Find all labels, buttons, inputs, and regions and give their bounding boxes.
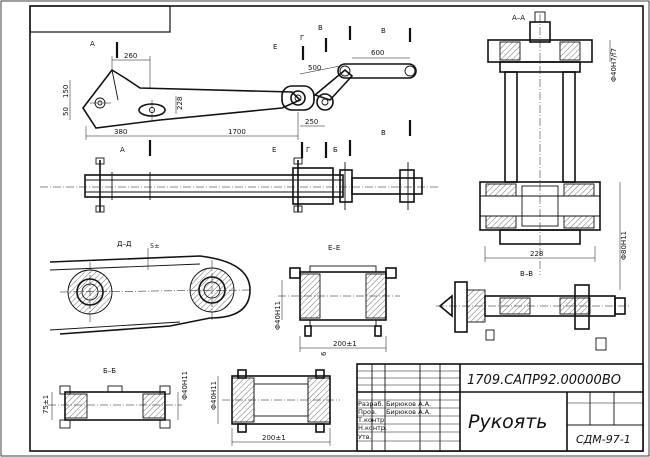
section-bb: [48, 385, 182, 429]
dim-r150: 150: [62, 85, 70, 98]
mark-e-top: Е: [273, 43, 277, 51]
title-block: [356, 363, 644, 452]
top-left-stamp: [29, 5, 171, 33]
dim-phi-bb2: Ф40H11: [210, 381, 218, 410]
mark-a-top: А: [90, 40, 95, 48]
dim-r50: 50: [62, 107, 70, 116]
section-vv: [436, 281, 630, 351]
section-aa: [479, 11, 621, 290]
role-1: Разраб.: [358, 400, 384, 408]
role-5: Утв.: [358, 433, 372, 441]
mark-b-plan: Б: [333, 146, 338, 154]
org-code: СДМ-97-1: [576, 433, 631, 446]
view-ee-label: Е–Е: [328, 244, 340, 252]
dim-phi-top: Ф40H7/f7: [610, 48, 618, 82]
dim-200-bottom: 200±1: [262, 434, 286, 442]
role-4: Н.контр.: [358, 424, 387, 432]
mark-v-top: В: [381, 27, 386, 35]
dim-phi-right: Ф80H11: [620, 231, 628, 260]
doc-code: 1709.САПР92.00000ВО: [467, 373, 621, 388]
dim-260: 260: [124, 52, 137, 60]
view-aa-label: А–А: [512, 14, 525, 22]
view-bb-label: Б–Б: [103, 367, 116, 375]
name-1: Бирюков А.А.: [386, 400, 431, 408]
mark-g-top: Г: [300, 34, 304, 42]
view-vv-label: В–В: [520, 270, 533, 278]
cutting-marks-top: [115, 26, 412, 158]
view-dd-label: Д–Д: [117, 240, 132, 248]
dim-200-ee: 200±1: [333, 340, 357, 348]
mark-a-plan: А: [120, 146, 125, 154]
section-ee: [278, 265, 400, 352]
dim-6: 6: [320, 351, 328, 356]
dim-phi-bb1: Ф40H11: [181, 371, 189, 400]
dim-380: 380: [114, 128, 127, 136]
dim-228: 228: [176, 97, 184, 110]
side-view-lever: [69, 56, 417, 140]
section-dd: [49, 248, 251, 335]
role-2: Пров.: [358, 408, 377, 416]
mark-b-right: В: [381, 129, 386, 137]
dim-small: 5±: [150, 242, 160, 250]
dim-250: 250: [305, 118, 318, 126]
bottom-assembly: [217, 369, 340, 446]
drawing-title: Рукоять: [468, 411, 548, 433]
dim-500: 500: [308, 64, 321, 72]
mark-b-top: В: [318, 24, 323, 32]
mark-e-plan: Е: [272, 146, 276, 154]
dim-side: 75±1: [42, 395, 50, 414]
dim-600: 600: [371, 49, 384, 57]
dim-1700: 1700: [228, 128, 246, 136]
dim-228-aa: 228: [530, 250, 543, 258]
name-2: Бирюков А.А.: [386, 408, 431, 416]
role-3: Т.контр.: [357, 416, 386, 424]
plan-view: [40, 157, 440, 213]
inner-frame: [29, 5, 644, 452]
dim-phi-ee: Ф40H11: [274, 301, 282, 330]
mark-g-plan: Г: [306, 146, 310, 154]
